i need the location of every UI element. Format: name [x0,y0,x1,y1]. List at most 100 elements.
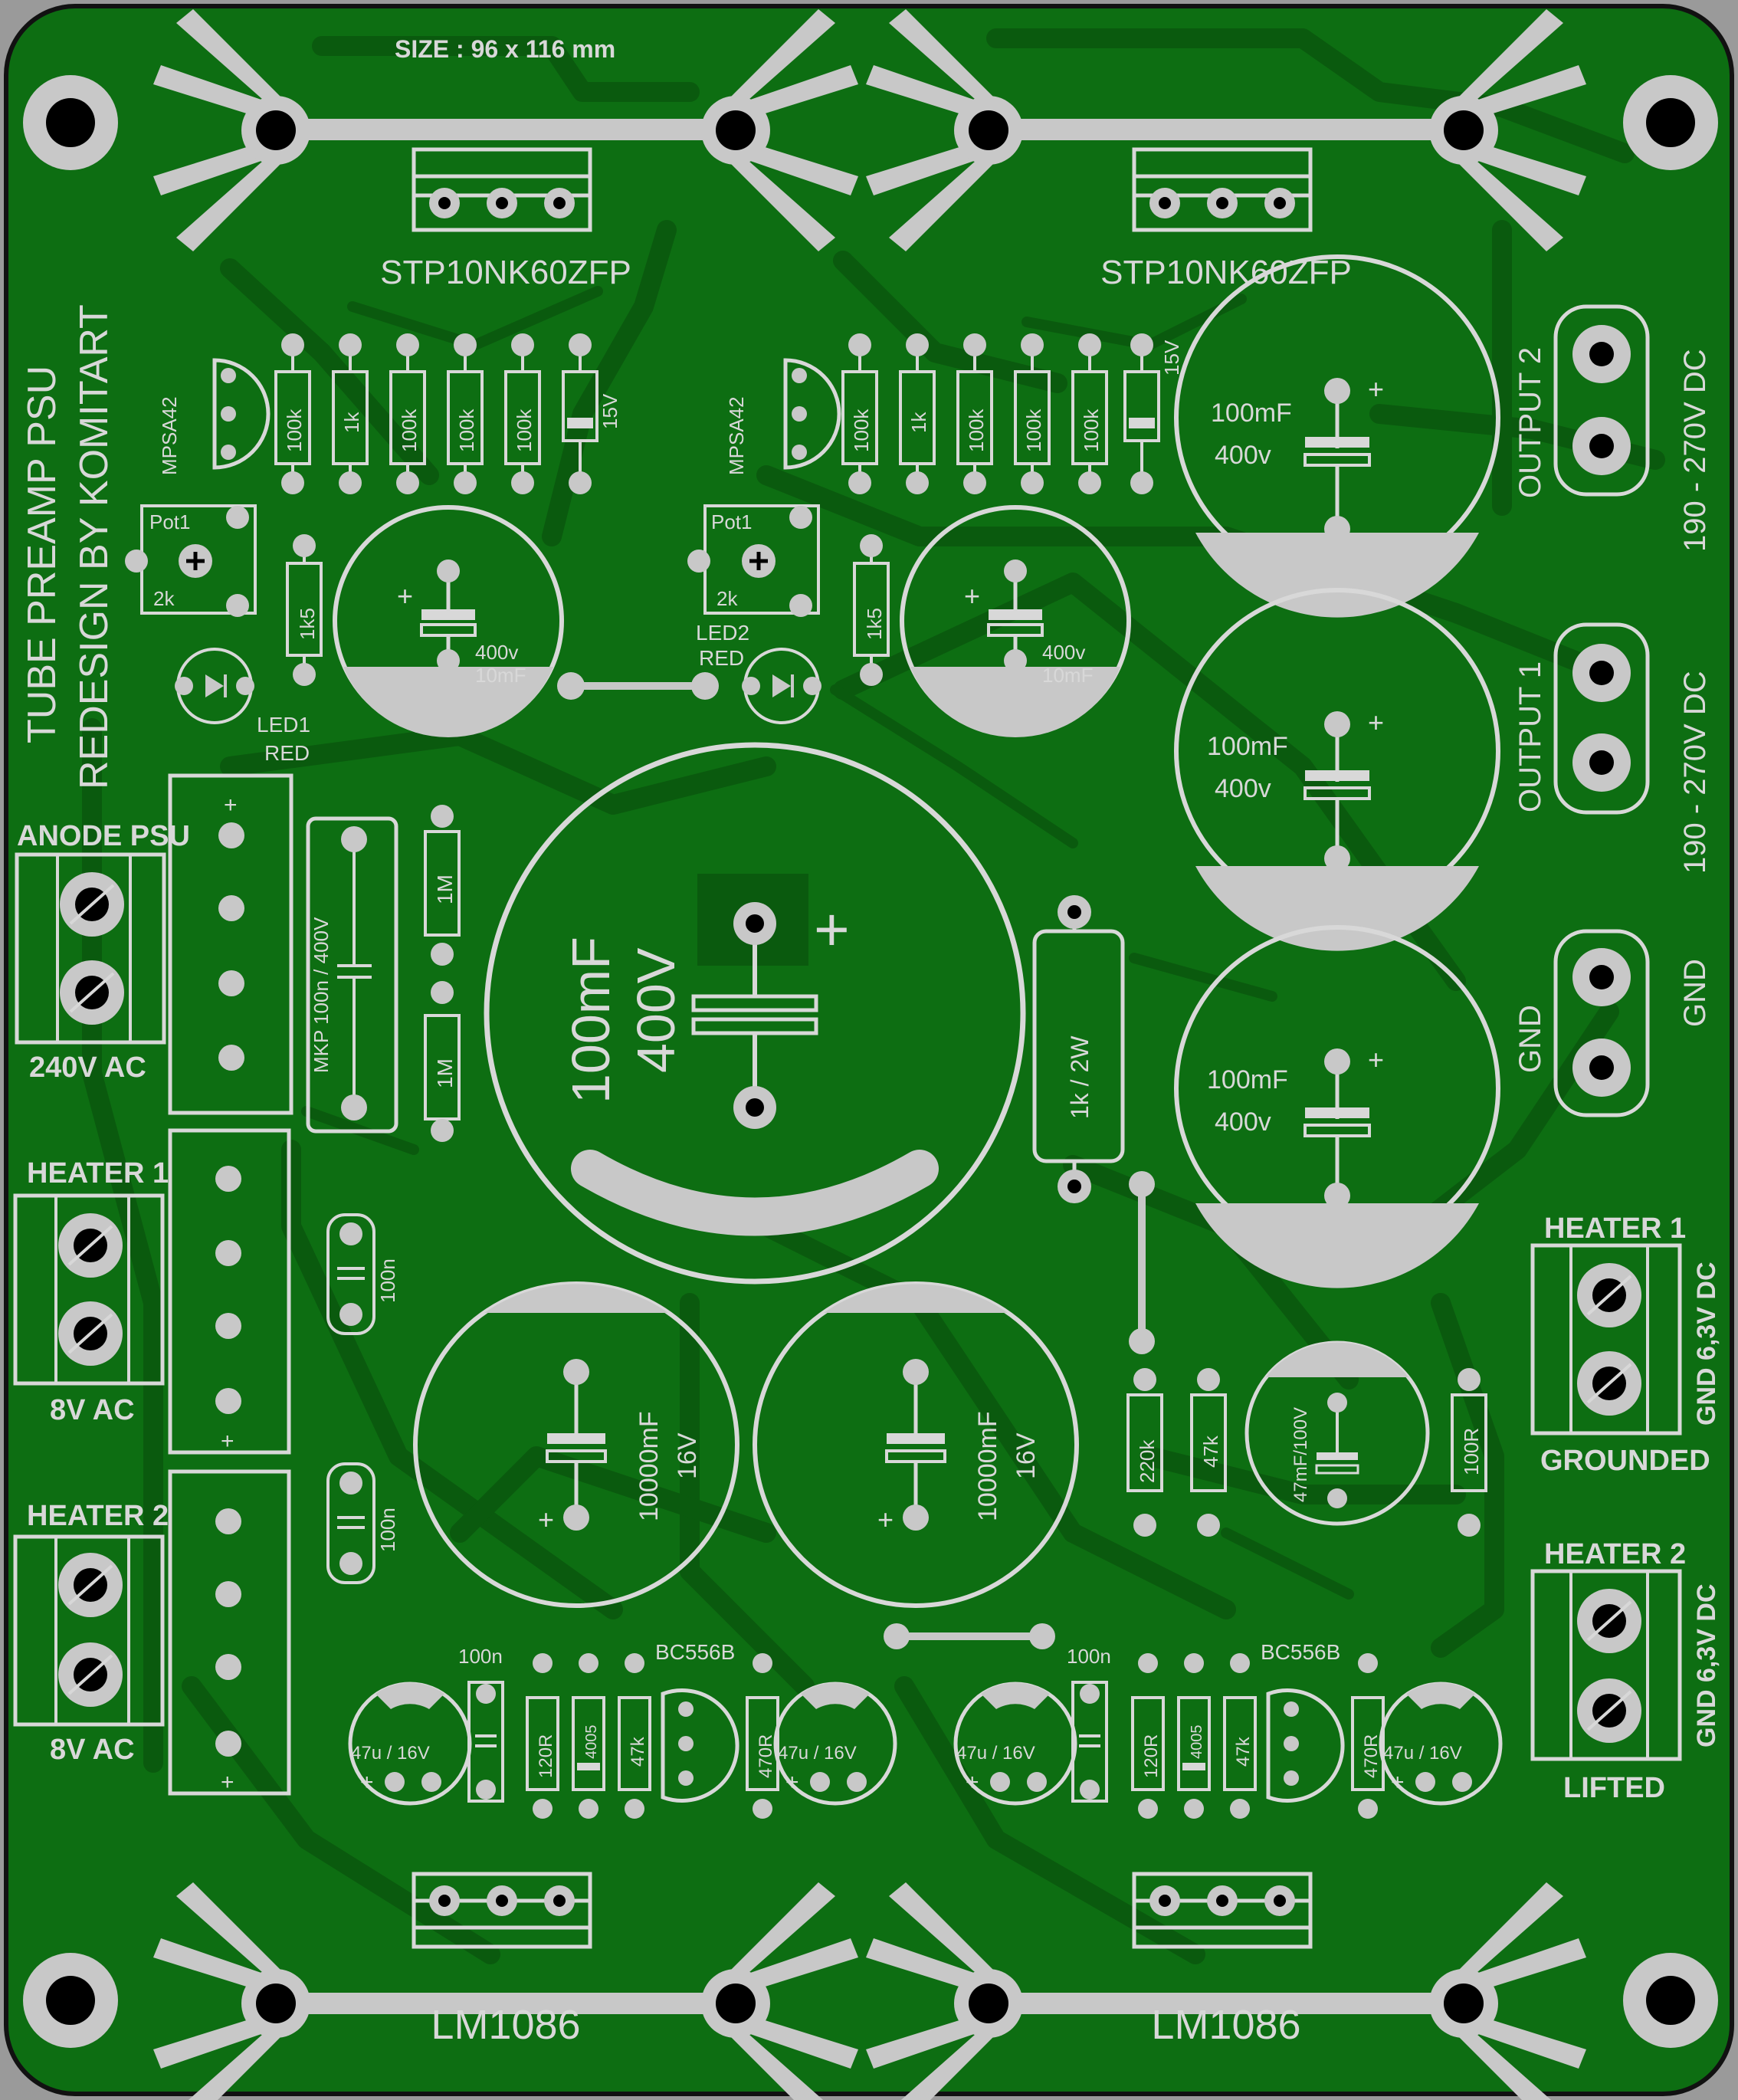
size-label: SIZE : 96 x 116 mm [395,35,615,63]
jumper-heater [884,1623,1055,1649]
output1-range: 190 - 270V DC [1678,671,1712,874]
mounting-holes [23,75,1718,2048]
filter-cap2-value: 10000mF [973,1411,1002,1521]
heatsink-bottom-right [866,1882,1586,2100]
heater1-in-voltage: 8V AC [50,1394,135,1426]
heater2-in-title: HEATER 2 [27,1500,169,1532]
bigcap-plus: + [814,895,850,963]
heatsink-top-right [866,9,1586,251]
svg-text:+: + [877,1504,894,1535]
hl-r470: 470R [756,1734,776,1778]
r1m-a-label: 1M [433,874,457,904]
hr-c100n: 100n [1067,1645,1111,1668]
r1k2w-label: 1k / 2W [1066,1035,1094,1119]
hl-q: BC556B [655,1640,735,1664]
led1-color: RED [264,741,310,765]
left-pot-value: 2k [153,587,175,610]
heatsink-bottom-left [153,1882,858,2100]
svg-text:+: + [1368,707,1384,738]
board-title: TUBE PREAMP PSU [20,366,64,743]
hr-c47-a: 47u / 16V [956,1743,1035,1764]
svg-text:+: + [221,1770,234,1795]
hr-r120: 120R [1141,1734,1162,1778]
out-cap1-value: 100mF [1211,399,1292,428]
svg-text:+: + [785,1770,799,1795]
svg-text:+: + [1368,373,1384,405]
delay-network [1126,1340,1487,1537]
output2-range: 190 - 270V DC [1678,349,1712,552]
heater2-out-state: LIFTED [1563,1772,1665,1804]
regulator-right-label: LM1086 [1151,2002,1300,2048]
output-terminals [1553,304,1650,1117]
right-r1k5: 1k5 [863,608,886,640]
hv-regulator-right: MPSA42 100k 1k 100k 100k 100k 15V [687,333,1183,738]
right-pot-label: Pot1 [711,510,753,533]
anode-title: ANODE PSU [17,820,190,852]
jumper-hv [557,672,719,700]
heater-inputs: + + [13,1128,375,1796]
r1m-b-label: 1M [433,1058,457,1088]
gnd-label: GND [1513,1005,1547,1073]
gnd-side-label: GND [1678,959,1712,1027]
hl-c100n: 100n [458,1645,503,1668]
resistor-1k-2w [1032,895,1125,1203]
anode-input: + [15,773,461,1142]
out-cap3-value: 100mF [1207,1065,1288,1094]
out-cap1-voltage: 400v [1215,441,1271,470]
hr-d4005: 4005 [1189,1725,1205,1760]
heater2-in-voltage: 8V AC [50,1734,135,1766]
heater-reg-right: + + [953,1653,1503,1819]
mkp-label: MKP 100n / 400V [310,917,333,1073]
regulator-left-label: LM1086 [431,2002,580,2048]
filter-cap2-voltage: 16V [1012,1432,1041,1479]
anode-voltage: 240V AC [29,1052,146,1084]
hr-r47k: 47k [1233,1736,1254,1767]
bigcap-value: 100mF [561,937,621,1104]
heater1-out-title: HEATER 1 [1544,1212,1686,1245]
svg-text:+: + [224,792,238,818]
left-r3: 100k [398,409,421,452]
right-hv-cap-voltage: 400v [1042,641,1085,664]
right-zener: 15V [1160,340,1183,376]
mpsa42-right-label: MPSA42 [725,396,748,475]
right-r5: 100k [1080,409,1103,452]
svg-text:+: + [360,1770,374,1795]
to220-packages [412,147,1313,1949]
left-r1: 100k [283,409,306,452]
output1-label: OUTPUT 1 [1513,661,1547,812]
left-r2: 1k [340,412,363,433]
svg-text:+: + [964,580,980,612]
filter-cap1-voltage: 16V [673,1432,702,1479]
heater-reg-left: + + [348,1653,897,1819]
left-hv-cap-value: 10mF [475,664,526,687]
svg-text:+: + [1391,1770,1405,1795]
hv-regulator-left: MPSA42 100k 1k 100k 100k 100k 15V [125,333,621,765]
svg-text:+: + [966,1770,979,1795]
out-cap2-value: 100mF [1207,732,1288,761]
hr-q: BC556B [1261,1640,1340,1664]
filter-cap1-value: 10000mF [635,1411,664,1521]
heater1-in-cap: 100n [376,1258,399,1303]
heater-outputs [1530,1243,1682,1761]
delay-r220k: 220k [1136,1439,1159,1483]
heater1-out-spec: GND 6,3V DC [1692,1262,1721,1426]
left-r1k5: 1k5 [296,608,319,640]
led2-color: RED [699,646,744,670]
main-filter-cap [484,742,1026,1285]
delay-cap: 47mF/100V [1290,1407,1311,1502]
right-r2: 1k [907,412,930,433]
svg-text:+: + [221,1429,234,1454]
hl-r47k: 47k [628,1736,648,1767]
link-wire [1129,1171,1155,1354]
hr-c47-b: 47u / 16V [1383,1743,1462,1764]
left-r4: 100k [455,409,478,452]
svg-text:+: + [538,1504,554,1535]
right-r1: 100k [850,409,873,452]
hr-r470: 470R [1361,1734,1382,1778]
heatsink-top-left [153,9,858,251]
right-r3: 100k [965,409,988,452]
heater1-in-title: HEATER 1 [27,1157,169,1189]
heater2-out-title: HEATER 2 [1544,1538,1686,1570]
hl-d4005: 4005 [583,1725,600,1760]
